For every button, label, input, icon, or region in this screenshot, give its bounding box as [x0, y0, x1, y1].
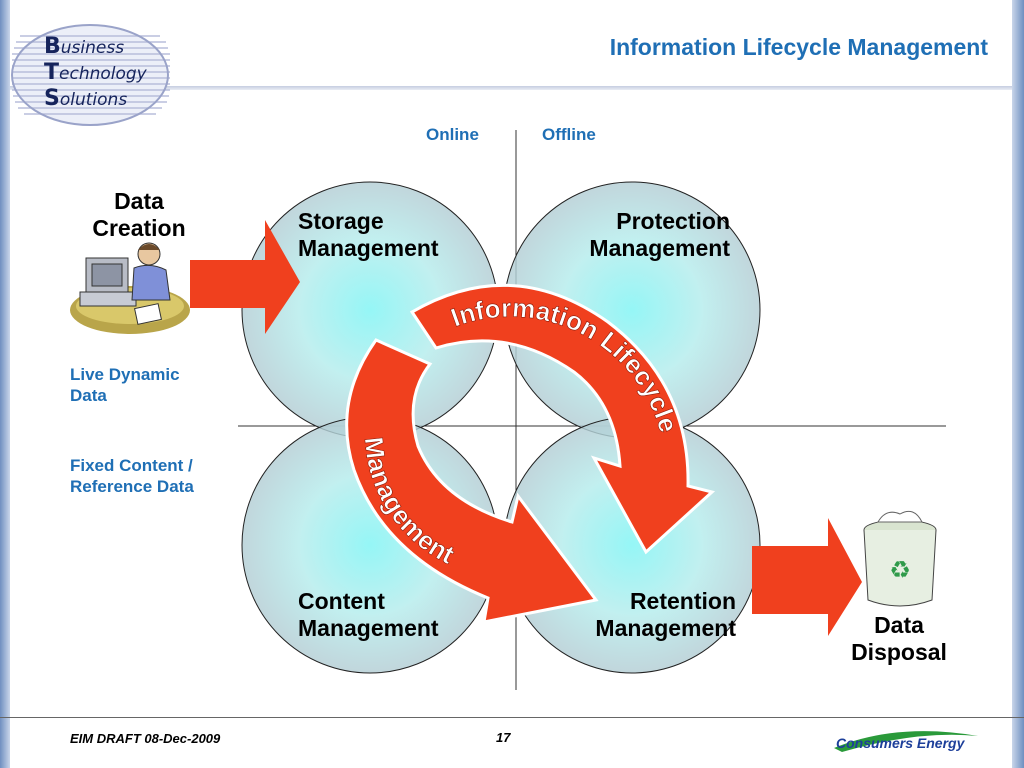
logo-oval: [11, 24, 170, 126]
data-outflow-arrow: [752, 518, 862, 636]
svg-text:Consumers Energy: Consumers Energy: [836, 735, 966, 751]
logo-line-business: Business: [44, 34, 125, 59]
right-accent-bar: [1012, 0, 1024, 768]
fixed-content-label: Fixed Content /Reference Data: [70, 456, 194, 496]
logo-line-technology: Technology: [44, 60, 147, 85]
recycle-bin-icon: ♻: [863, 510, 937, 607]
person-at-computer-icon: [70, 242, 190, 334]
logo-line-solutions: Solutions: [44, 86, 128, 111]
page-title: Information Lifecycle Management: [609, 34, 988, 60]
footer-divider: [0, 717, 1024, 718]
offline-label: Offline: [542, 125, 596, 144]
bts-logo: Business Technology Solutions: [10, 22, 176, 128]
footer-draft-date: EIM DRAFT 08-Dec-2009: [70, 731, 221, 746]
svg-text:♻: ♻: [889, 556, 911, 584]
cycle-arrow-upper: [409, 283, 716, 555]
left-accent-bar: [0, 0, 10, 768]
header-divider: [10, 86, 1012, 90]
page-number: 17: [496, 730, 511, 745]
consumers-energy-logo: Consumers Energy: [828, 726, 984, 760]
online-label: Online: [426, 125, 479, 144]
data-inflow-arrow: [190, 220, 300, 334]
cycle-arrow-lower: [345, 338, 599, 624]
